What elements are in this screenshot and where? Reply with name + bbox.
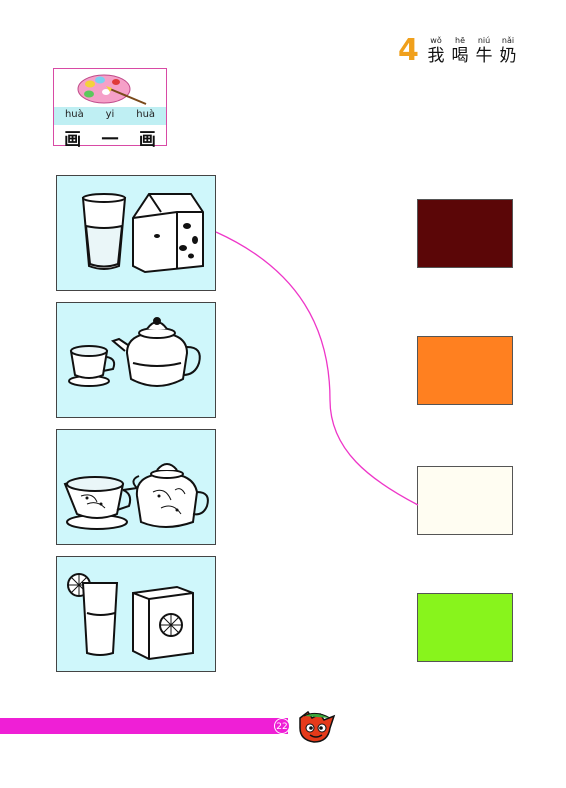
badge-band — [54, 107, 166, 125]
title-char: hē 喝 — [450, 36, 470, 66]
title-pinyin: nǎi — [501, 36, 515, 45]
teacup-and-teapot-icon — [68, 317, 201, 387]
title-char: nǎi 奶 — [498, 36, 518, 66]
lesson-number: 4 — [398, 33, 419, 68]
title-char: niú 牛 — [474, 36, 494, 66]
activity-hanzi-1: 画 — [64, 130, 82, 150]
title-pinyin: hē — [455, 36, 465, 45]
title-pinyin: niú — [477, 36, 491, 45]
title-hanzi: 牛 — [475, 46, 493, 66]
activity-pinyin-1: huà — [64, 109, 84, 120]
title-hanzi: 我 — [427, 46, 445, 66]
activity-hanzi-3: 画 — [138, 130, 156, 150]
card-tea[interactable] — [56, 302, 216, 418]
title-pinyin: wǒ — [430, 36, 442, 45]
activity-pinyin-2: yi — [105, 109, 115, 120]
color-swatch-orange[interactable] — [417, 336, 513, 405]
color-swatch-brown[interactable] — [417, 199, 513, 268]
color-swatch-green[interactable] — [417, 593, 513, 662]
activity-pinyin: huà yi huà — [54, 109, 166, 120]
lesson-title: wǒ 我 hē 喝 niú 牛 nǎi 奶 — [426, 36, 518, 66]
title-char: wǒ 我 — [426, 36, 446, 66]
card-porcelain[interactable] — [56, 429, 216, 545]
activity-badge: huà yi huà 画 一 画 — [53, 68, 167, 150]
card-juice[interactable] — [56, 556, 216, 672]
title-hanzi: 喝 — [451, 46, 469, 66]
mascot-icon — [299, 710, 336, 743]
juice-glass-and-juice-box-icon — [67, 573, 194, 661]
card-milk[interactable] — [56, 175, 216, 291]
porcelain-cup-and-teapot-icon — [63, 463, 209, 530]
footer-bar — [0, 718, 288, 734]
paint-palette-icon — [77, 74, 147, 105]
page-number: 22 — [274, 718, 290, 734]
activity-hanzi-2: 一 — [101, 130, 119, 150]
activity-pinyin-3: huà — [136, 109, 156, 120]
glass-and-milk-carton-icon — [81, 193, 204, 274]
activity-title: 画 一 画 — [54, 125, 166, 150]
color-swatch-white[interactable] — [417, 466, 513, 535]
title-hanzi: 奶 — [499, 46, 517, 66]
